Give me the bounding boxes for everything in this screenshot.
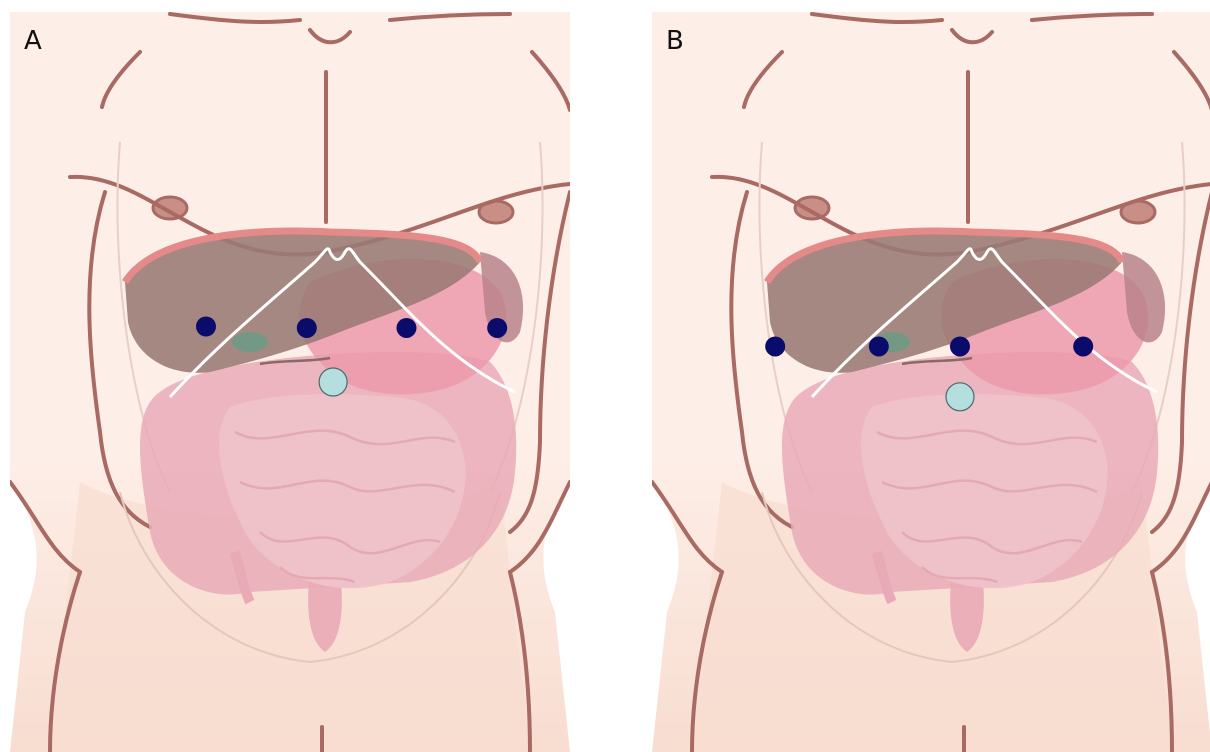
trocar-port-3 (396, 318, 416, 338)
trocar-port-1 (196, 317, 216, 337)
camera-port (319, 368, 347, 396)
gallbladder (232, 332, 268, 352)
camera-port (946, 383, 974, 411)
panel-label-b: B (666, 28, 684, 54)
nipple-left (795, 197, 829, 219)
trocar-port-2 (297, 318, 317, 338)
trocar-port-4 (1073, 336, 1093, 356)
panel-label-a: A (24, 28, 42, 54)
trocar-port-3 (950, 336, 970, 356)
abdomen-illustration-b (652, 12, 1210, 752)
trocar-port-4 (487, 318, 507, 338)
abdomen-illustration-a (10, 12, 570, 752)
trocar-port-2 (869, 336, 889, 356)
trocar-port-1 (765, 336, 785, 356)
nipple-left (153, 197, 187, 219)
panel-b: B (652, 12, 1210, 752)
panel-a: A (10, 12, 570, 752)
